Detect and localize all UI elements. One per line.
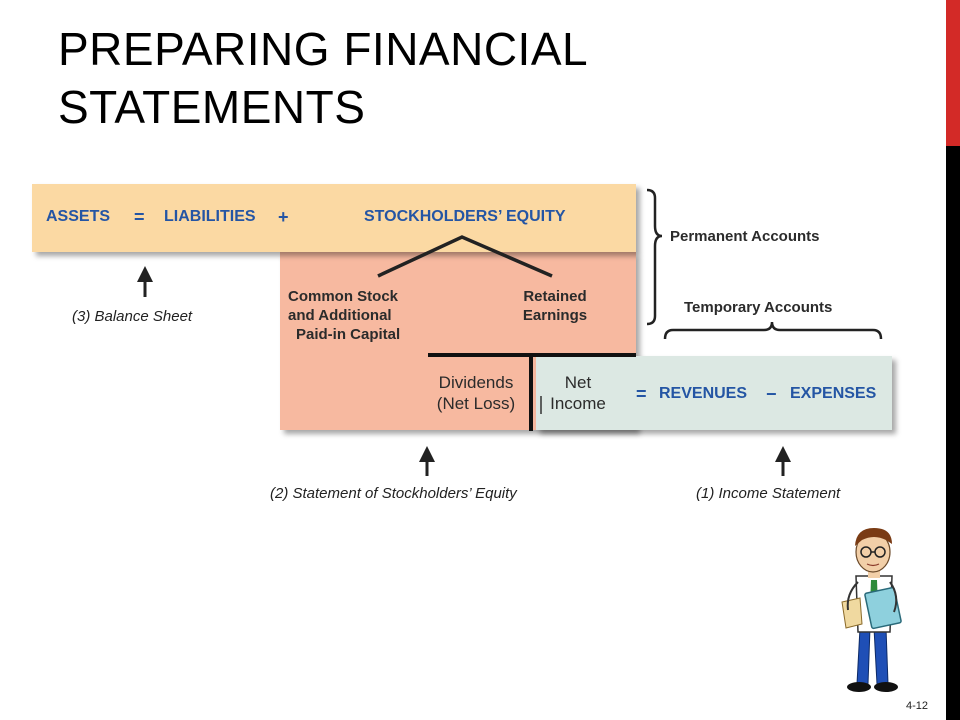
expenses-label: EXPENSES bbox=[790, 385, 877, 402]
temporary-brace-icon bbox=[663, 321, 883, 340]
permanent-brace-icon bbox=[646, 188, 663, 326]
slide-title: PREPARING FINANCIAL STATEMENTS bbox=[58, 23, 587, 133]
income-box bbox=[536, 356, 892, 430]
dividends-label: Dividends (Net Loss) bbox=[436, 373, 516, 413]
equals-sign: = bbox=[134, 207, 145, 227]
net-income-label: Net Income bbox=[550, 373, 606, 413]
equity-statement-arrow-icon bbox=[419, 446, 435, 476]
accountant-cartoon-icon bbox=[841, 528, 902, 692]
income-statement-arrow-icon bbox=[775, 446, 791, 476]
common-stock-label: Common Stock and Additional Paid-in Capi… bbox=[288, 288, 401, 343]
equity-statement-caption: (2) Statement of Stockholders’ Equity bbox=[270, 485, 517, 502]
balance-sheet-caption: (3) Balance Sheet bbox=[72, 308, 193, 325]
plus-sign: + bbox=[278, 207, 289, 227]
liabilities-label: LIABILITIES bbox=[164, 208, 256, 225]
page-number: 4-12 bbox=[906, 700, 929, 712]
minus-sign: − bbox=[766, 384, 777, 404]
income-equals-sign: = bbox=[636, 384, 647, 404]
assets-label: ASSETS bbox=[46, 208, 111, 225]
income-statement-caption: (1) Income Statement bbox=[696, 485, 841, 502]
accounting-equation-box bbox=[32, 184, 636, 252]
equity-split-line bbox=[377, 235, 553, 278]
stockholders-equity-label: STOCKHOLDERS’ EQUITY bbox=[364, 208, 566, 225]
side-accent-black bbox=[946, 146, 960, 720]
revenues-label: REVENUES bbox=[659, 385, 748, 402]
balance-sheet-arrow-icon bbox=[137, 266, 153, 297]
side-accent-red bbox=[946, 0, 960, 146]
retained-earnings-label: Retained Earnings bbox=[522, 288, 588, 324]
permanent-accounts-label: Permanent Accounts bbox=[670, 228, 820, 245]
temporary-accounts-label: Temporary Accounts bbox=[684, 299, 833, 316]
